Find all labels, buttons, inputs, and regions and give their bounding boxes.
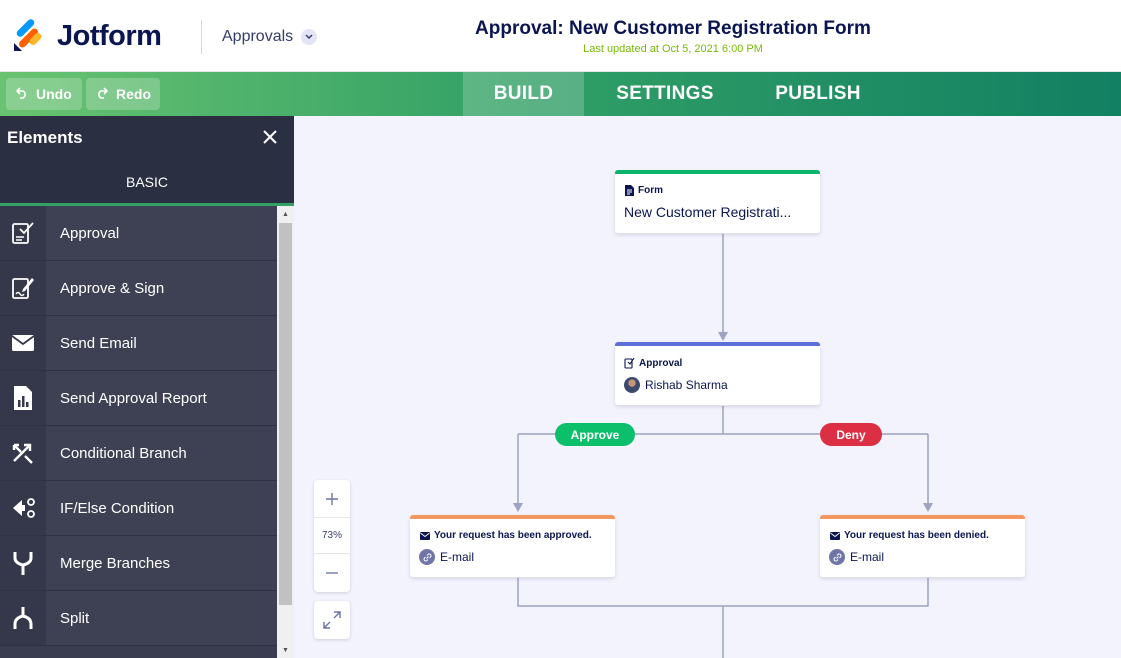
link-icon (419, 549, 435, 565)
close-icon[interactable] (262, 127, 278, 149)
assignee-name: Rishab Sharma (645, 378, 728, 392)
approved-email-node-type: Your request has been approved. (420, 530, 615, 541)
tab-publish[interactable]: PUBLISH (775, 83, 861, 104)
sidebar-item-label: IF/Else Condition (60, 499, 175, 517)
elements-scrollbar[interactable]: ▲ ▼ (277, 206, 294, 658)
approval-icon (624, 357, 635, 369)
avatar (624, 377, 640, 393)
zoom-in-icon[interactable] (314, 480, 350, 517)
sidebar-item-label: Send Email (60, 334, 137, 352)
if-else-icon (0, 481, 46, 535)
denied-email-channel-label: E-mail (850, 550, 885, 564)
zoom-level: 73% (314, 517, 350, 554)
elements-list: Approval Approve & Sign Send Email Send … (0, 206, 277, 658)
approve-sign-icon (0, 261, 46, 315)
approved-email-title: Your request has been approved. (434, 530, 592, 541)
approvals-dropdown-label: Approvals (222, 28, 294, 45)
app-header: Jotform Approvals Approval: New Customer… (0, 0, 1121, 72)
sidebar-item-send-email[interactable]: Send Email (0, 316, 277, 371)
conditional-branch-icon (0, 426, 46, 480)
zoom-out-icon[interactable] (314, 554, 350, 591)
approved-email-node[interactable]: Your request has been approved. E-mail (410, 515, 615, 577)
approval-assignee: Rishab Sharma (624, 377, 820, 393)
approval-icon (0, 206, 46, 260)
split-icon (0, 591, 46, 645)
logo-wordmark: Jotform (57, 19, 162, 52)
jotform-logo[interactable]: Jotform (12, 19, 162, 53)
report-icon (0, 371, 46, 425)
form-node-value: New Customer Registrati... (624, 204, 792, 220)
redo-label: Redo (116, 86, 151, 102)
tab-settings[interactable]: SETTINGS (616, 83, 714, 104)
title-block: Approval: New Customer Registration Form… (470, 18, 876, 55)
elements-panel-title: Elements (7, 128, 83, 147)
approval-node-type: Approval (624, 357, 820, 369)
tab-build[interactable]: BUILD (463, 72, 584, 116)
approved-email-channel-label: E-mail (440, 550, 475, 564)
form-node[interactable]: Form New Customer Registrati... (615, 170, 820, 233)
scroll-down-arrow-icon[interactable]: ▼ (282, 646, 289, 654)
sidebar-item-label: Send Approval Report (60, 389, 207, 407)
sidebar-item-if-else-condition[interactable]: IF/Else Condition (0, 481, 277, 536)
tab-basic[interactable]: BASIC (125, 173, 168, 190)
last-updated-text: Last updated at Oct 5, 2021 6:00 PM (583, 43, 763, 55)
envelope-icon (830, 531, 840, 540)
build-toolbar: Undo Redo BUILD SETTINGS PUBLISH (0, 72, 1121, 116)
link-icon (829, 549, 845, 565)
fit-to-screen-button[interactable] (314, 601, 350, 639)
merge-icon (0, 536, 46, 590)
sidebar-item-label: Split (60, 609, 90, 627)
approvals-dropdown[interactable]: Approvals (222, 28, 318, 46)
envelope-icon (420, 531, 430, 540)
elements-panel: Elements BASIC Approval Approve & Sign S… (0, 116, 294, 658)
sidebar-item-label: Merge Branches (60, 554, 171, 572)
sidebar-item-conditional-branch[interactable]: Conditional Branch (0, 426, 277, 481)
form-document-icon (625, 185, 634, 196)
jotform-logo-icon (14, 19, 42, 51)
page-title[interactable]: Approval: New Customer Registration Form (475, 18, 871, 39)
approved-email-node-bar (410, 515, 615, 519)
approval-node-bar (615, 342, 820, 346)
deny-branch-badge[interactable]: Deny (820, 423, 882, 446)
sidebar-item-label: Approval (60, 224, 120, 242)
chevron-down-icon (301, 29, 318, 45)
scroll-up-arrow-icon[interactable]: ▲ (282, 210, 289, 218)
zoom-controls: 73% (314, 480, 350, 592)
workflow-canvas[interactable]: Form New Customer Registrati... Approval… (294, 116, 1121, 658)
sidebar-item-merge-branches[interactable]: Merge Branches (0, 536, 277, 591)
approved-email-channel: E-mail (419, 549, 615, 565)
redo-button[interactable]: Redo (86, 78, 160, 110)
sidebar-item-label: Approve & Sign (60, 279, 165, 297)
envelope-icon (0, 316, 46, 370)
elements-tabbar: BASIC (0, 160, 294, 206)
approve-branch-badge[interactable]: Approve (555, 423, 635, 446)
sidebar-item-label: Conditional Branch (60, 444, 187, 462)
approval-node-type-label: Approval (639, 357, 683, 369)
sidebar-item-split[interactable]: Split (0, 591, 277, 646)
form-node-bar (615, 170, 820, 174)
elements-panel-header: Elements (0, 116, 294, 160)
sidebar-item-approval[interactable]: Approval (0, 206, 277, 261)
undo-button[interactable]: Undo (6, 78, 82, 110)
denied-email-node-type: Your request has been denied. (830, 530, 1025, 541)
form-node-type-label: Form (638, 185, 663, 196)
denied-email-title: Your request has been denied. (844, 530, 989, 541)
scroll-thumb[interactable] (279, 223, 292, 605)
denied-email-node[interactable]: Your request has been denied. E-mail (820, 515, 1025, 577)
sidebar-item-send-approval-report[interactable]: Send Approval Report (0, 371, 277, 426)
expand-icon (323, 611, 341, 629)
denied-email-channel: E-mail (829, 549, 1025, 565)
undo-icon (15, 86, 28, 102)
redo-icon (96, 86, 109, 102)
undo-label: Undo (36, 86, 72, 102)
denied-email-node-bar (820, 515, 1025, 519)
form-node-type: Form (625, 185, 820, 196)
sidebar-item-approve-sign[interactable]: Approve & Sign (0, 261, 277, 316)
header-divider (201, 20, 202, 54)
approval-node[interactable]: Approval Rishab Sharma (615, 342, 820, 405)
